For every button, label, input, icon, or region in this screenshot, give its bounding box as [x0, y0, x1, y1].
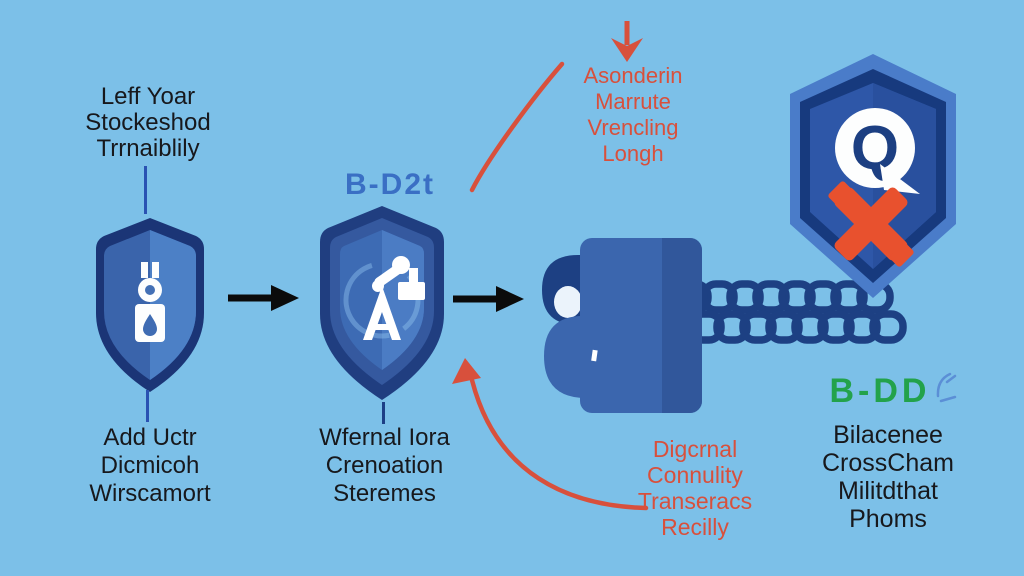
annotation-top-right: Asonderin Marrute Vrencling Longh: [550, 63, 716, 167]
bd2t-logo: B-D2t: [345, 168, 435, 201]
caption-line: Wfernal Iora: [319, 424, 450, 451]
connector-line: [146, 390, 149, 422]
annotation-line: Militdthat: [837, 477, 939, 505]
caption-line: Steremes: [333, 480, 436, 507]
annotation-bottom-middle: Digcrnal Connulity Transeracs Recilly: [600, 436, 790, 540]
annotation-line: Digcrnal: [652, 436, 738, 462]
right-arrow-icon: [453, 286, 524, 312]
title-line: Leff Yoar: [100, 83, 196, 110]
bdd-logo: B-DD: [829, 372, 931, 410]
annotation-bottom-right: Bilacenee CrossCham Militdthat Phoms: [778, 421, 998, 533]
annotation-line: CrossCham: [822, 449, 954, 477]
caption-line: Wirscamort: [89, 480, 211, 507]
left-node-title: Leff Yoar Stockeshod Trrnaiblily: [28, 84, 268, 162]
annotation-line: Transeracs: [637, 488, 753, 514]
annotation-line: Longh: [602, 141, 664, 166]
padlock-chain-icon: [542, 238, 907, 413]
title-line: Trrnaiblily: [96, 135, 200, 162]
red-x-icon: [828, 181, 914, 267]
annotation-line: Phoms: [849, 505, 927, 533]
right-arrow-icon: [228, 285, 299, 311]
connector-line: [144, 166, 147, 214]
red-curve-top: [469, 61, 565, 193]
robot-arm-icon: [363, 256, 425, 340]
annotation-line: Bilacenee: [833, 421, 943, 449]
red-down-arrow-icon: [611, 21, 643, 62]
annotation-line: Asonderin: [583, 63, 683, 88]
annotation-line: Recilly: [661, 514, 729, 540]
q-logo-circle: [835, 108, 915, 188]
annotation-line: Marrute: [595, 89, 671, 114]
sparkle-glyph-icon: [936, 372, 957, 403]
padlock-figure-icon: [135, 262, 165, 342]
title-line: Stockeshod: [85, 109, 211, 136]
middle-shield: [320, 206, 444, 400]
caption-line: Add Uctr: [103, 424, 197, 451]
middle-node-caption: Wfernal Iora Crenoation Steremes: [282, 424, 487, 508]
left-shield: [96, 218, 204, 392]
q-glyph: Q: [851, 114, 899, 183]
caption-line: Dicmicoh: [100, 452, 200, 479]
connector-line: [382, 402, 385, 424]
caption-line: Crenoation: [325, 452, 444, 479]
annotation-line: Connulity: [647, 462, 743, 488]
left-node-caption: Add Uctr Dicmicoh Wirscamort: [30, 424, 270, 508]
red-curve-arrow: [452, 358, 649, 511]
annotation-line: Vrencling: [587, 115, 679, 140]
badge-shield: Q: [790, 54, 956, 298]
